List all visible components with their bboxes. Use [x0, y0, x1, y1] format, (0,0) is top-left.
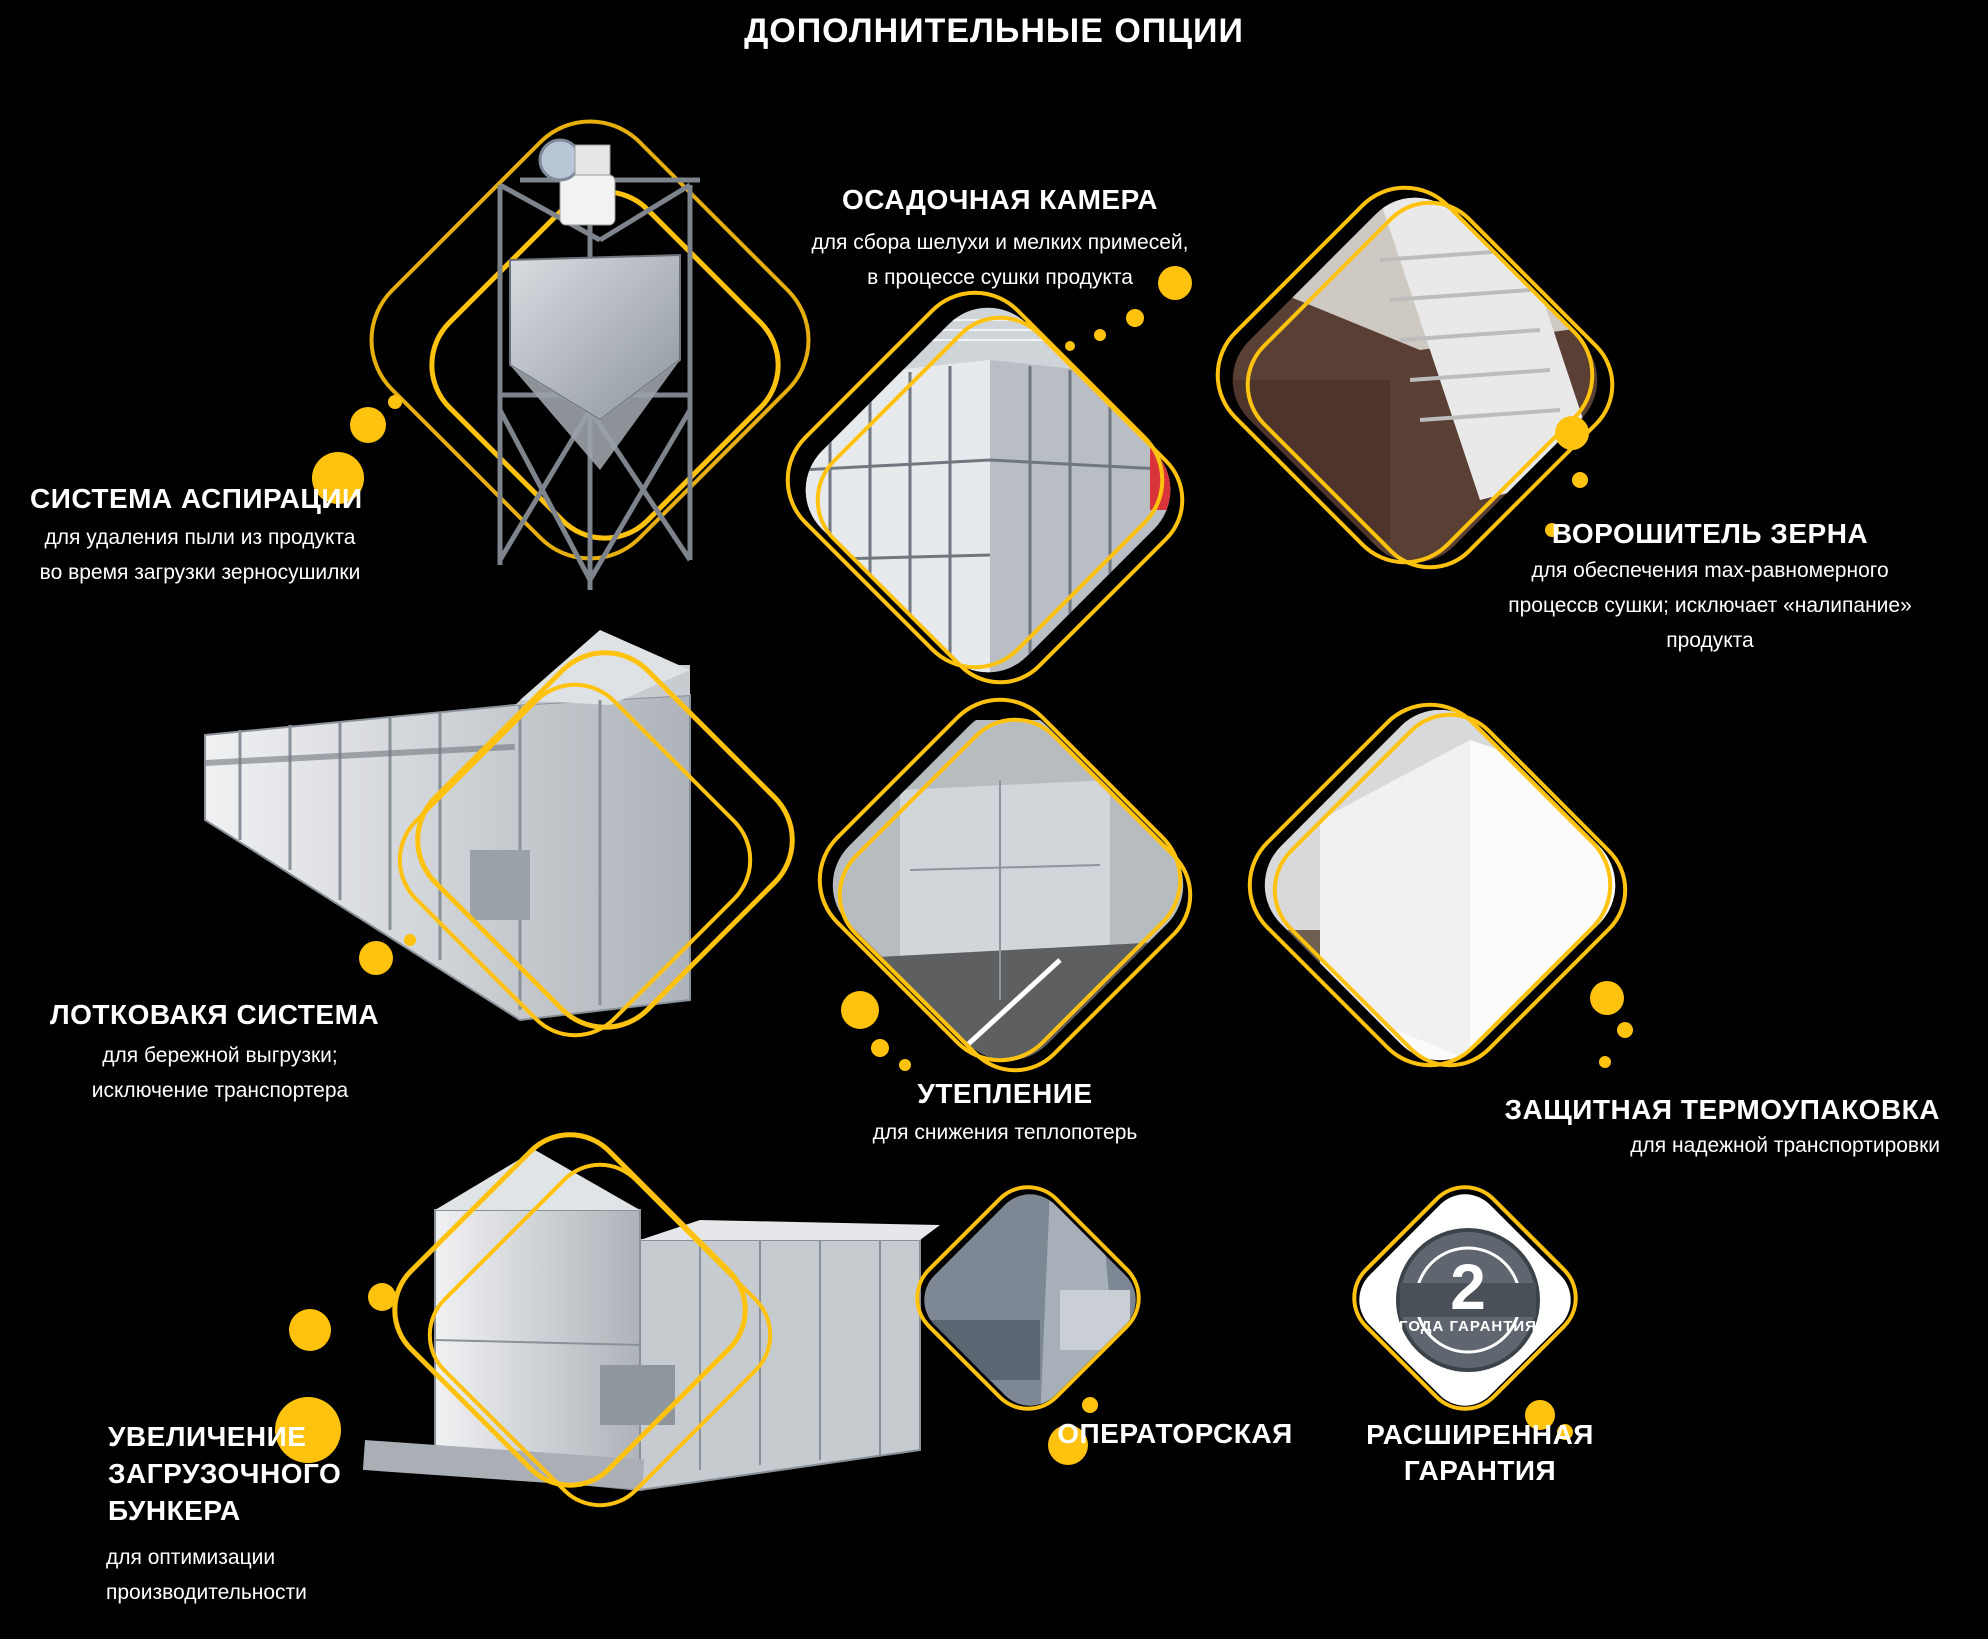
thermal-packaging-title: ЗАЩИТНАЯ ТЕРМОУПАКОВКА	[1504, 1094, 1940, 1125]
bunker-image	[362, 1132, 940, 1508]
aspiration-system-image	[369, 119, 811, 590]
operator-room-title: ОПЕРАТОРСКАЯ	[1057, 1418, 1293, 1449]
tray-system-image	[204, 630, 795, 1038]
settling-chamber-title: ОСАДОЧНАЯ КАМЕРА	[841, 184, 1159, 215]
grain-stirrer-title: ВОРОШИТЕЛЬ ЗЕРНА	[1551, 518, 1869, 549]
decorative-dots	[275, 266, 1633, 1465]
tray-system-title: ЛОТКОВАКЯ СИСТЕМА	[50, 999, 380, 1030]
warranty-badge-number: 2	[1450, 1251, 1486, 1323]
warranty-badge-text: ГОДА ГАРАНТИЯ	[1399, 1318, 1537, 1335]
insulation-image	[817, 697, 1200, 1080]
settling-chamber-image	[782, 290, 1194, 696]
insulation-desc: для снижения теплопотерь	[872, 1121, 1138, 1144]
operator-room-image	[909, 1179, 1151, 1421]
tray-system-desc: для бережной выгрузки;исключение транспо…	[91, 1044, 349, 1102]
insulation-title: УТЕПЛЕНИЕ	[917, 1078, 1093, 1109]
aspiration-title: СИСТЕМА АСПИРАЦИИ	[30, 483, 363, 514]
page-title: ДОПОЛНИТЕЛЬНЫЕ ОПЦИИ	[744, 12, 1244, 50]
settling-chamber-desc: для сбора шелухи и мелких примесей,в про…	[811, 231, 1189, 289]
thermal-packaging-desc: для надежной транспортировки	[1630, 1134, 1940, 1157]
thermal-packaging-image	[1247, 702, 1638, 1070]
